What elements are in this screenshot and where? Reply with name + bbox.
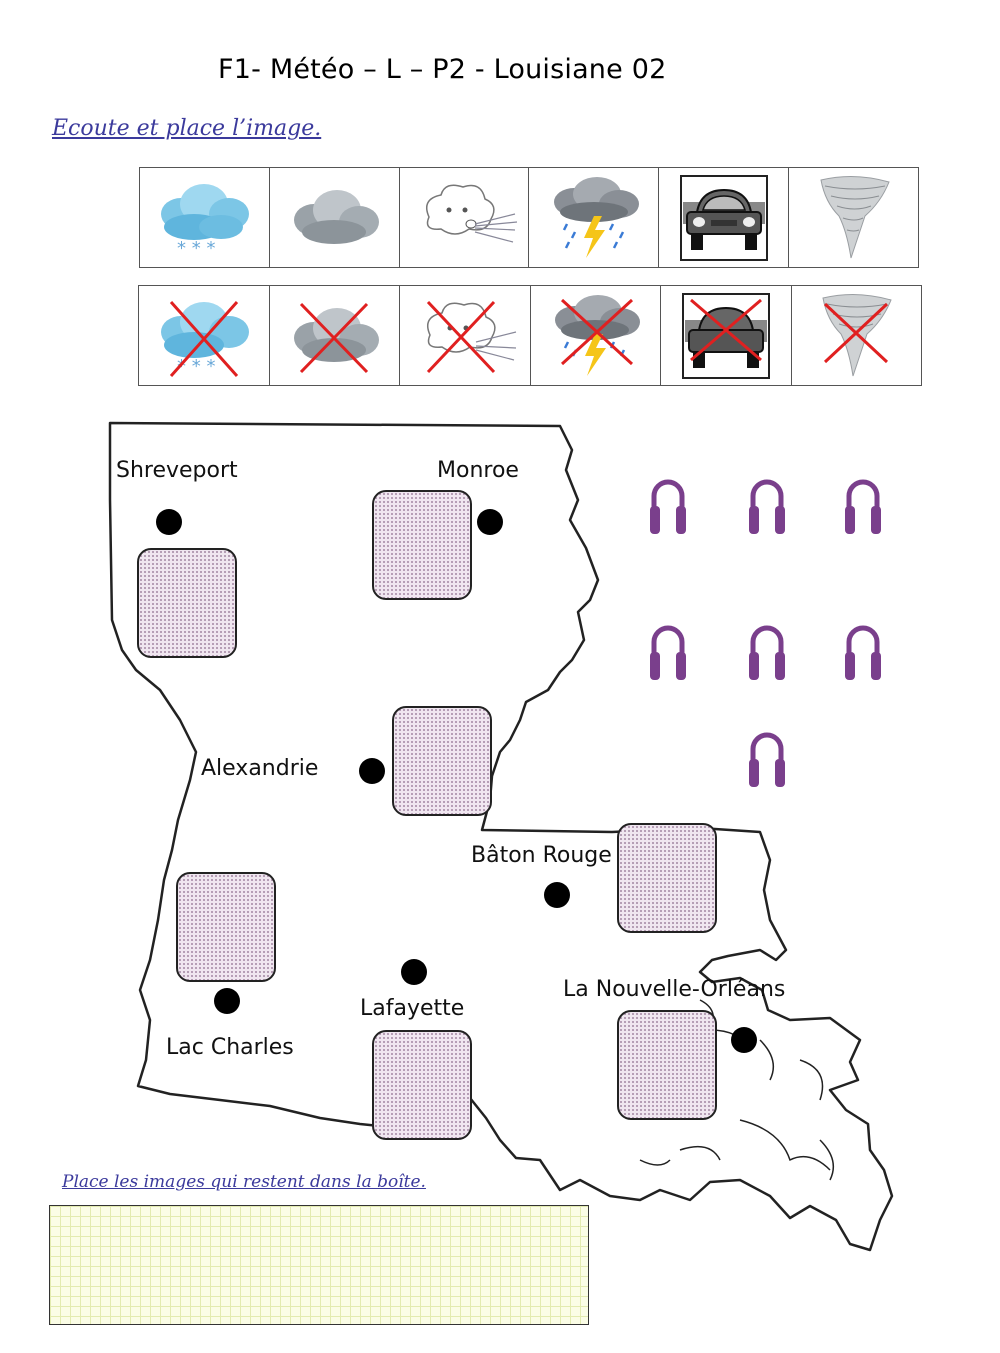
draggable-no-wind-card[interactable] [400, 286, 531, 385]
draggable-wind-card[interactable] [400, 168, 530, 267]
city-label-shreveport: Shreveport [116, 458, 238, 483]
tornado-icon [819, 175, 890, 258]
car-icon [679, 174, 768, 261]
draggable-no-cloud-card[interactable] [270, 286, 400, 385]
no-wind-icon [426, 300, 516, 373]
drop-zone-lac-charles[interactable] [176, 872, 276, 982]
city-label-alexandrie: Alexandrie [201, 756, 319, 781]
headphones-icon[interactable] [843, 618, 883, 682]
page-title: F1- Météo – L – P2 - Louisiane 02 [218, 54, 667, 85]
city-label-monroe: Monroe [437, 458, 519, 483]
draggable-car-card[interactable] [659, 168, 790, 267]
draggable-no-tornado-card[interactable] [792, 286, 922, 385]
no-cloud-icon [294, 302, 380, 373]
draggable-no-car-card[interactable] [661, 286, 792, 385]
city-dot-shreveport [156, 509, 182, 535]
no-thunderstorm-icon [555, 294, 641, 376]
svg-text:* * *: * * * [177, 238, 215, 259]
city-dot-lafayette [401, 959, 427, 985]
city-label-lac-charles: Lac Charles [166, 1035, 294, 1060]
no-tornado-icon [822, 293, 892, 376]
headphones-icon[interactable] [747, 618, 787, 682]
thunderstorm-icon [553, 176, 639, 258]
draggable-storm-card[interactable] [529, 168, 660, 267]
instruction-remaining: Place les images qui restent dans la boî… [62, 1172, 426, 1192]
no-car-icon [681, 292, 770, 379]
city-dot-baton-rouge [544, 882, 570, 908]
instruction-listen-place: Ecoute et place l’image. [52, 116, 322, 141]
crossed-weather-image-bank: * * * [138, 285, 922, 386]
draggable-no-storm-card[interactable] [531, 286, 661, 385]
draggable-no-snow-card[interactable]: * * * [139, 286, 270, 385]
louisiana-outline [108, 421, 894, 1252]
drop-zone-shreveport[interactable] [137, 548, 237, 658]
drop-zone-nouvelle-orleans[interactable] [617, 1010, 717, 1120]
no-snow-icon: * * * [160, 300, 249, 377]
headphones-icon[interactable] [648, 618, 688, 682]
drop-zone-monroe[interactable] [372, 490, 472, 600]
city-label-lafayette: Lafayette [360, 996, 465, 1021]
drop-zone-alexandrie[interactable] [392, 706, 492, 816]
city-label-nouvelle-orleans: La Nouvelle-Orléans [563, 977, 786, 1002]
headphones-icon[interactable] [843, 472, 883, 536]
remaining-images-box[interactable] [49, 1205, 589, 1325]
drop-zone-lafayette[interactable] [372, 1030, 472, 1140]
headphones-icon[interactable] [747, 472, 787, 536]
svg-text:* * *: * * * [177, 356, 215, 377]
draggable-tornado-card[interactable] [789, 168, 918, 267]
drop-zone-baton-rouge[interactable] [617, 823, 717, 933]
city-dot-alexandrie [359, 758, 385, 784]
weather-image-bank: * * * [139, 167, 919, 268]
headphones-icon[interactable] [648, 472, 688, 536]
snow-cloud-icon: * * * [161, 183, 250, 259]
cloud-icon [294, 189, 380, 244]
wind-icon [426, 184, 518, 243]
city-label-baton-rouge: Bâton Rouge [471, 843, 612, 868]
draggable-cloud-card[interactable] [270, 168, 400, 267]
city-dot-lac-charles [214, 988, 240, 1014]
city-dot-monroe [477, 509, 503, 535]
headphones-icon[interactable] [747, 725, 787, 789]
city-dot-nouvelle-orleans [731, 1027, 757, 1053]
draggable-snow-card[interactable]: * * * [140, 168, 270, 267]
